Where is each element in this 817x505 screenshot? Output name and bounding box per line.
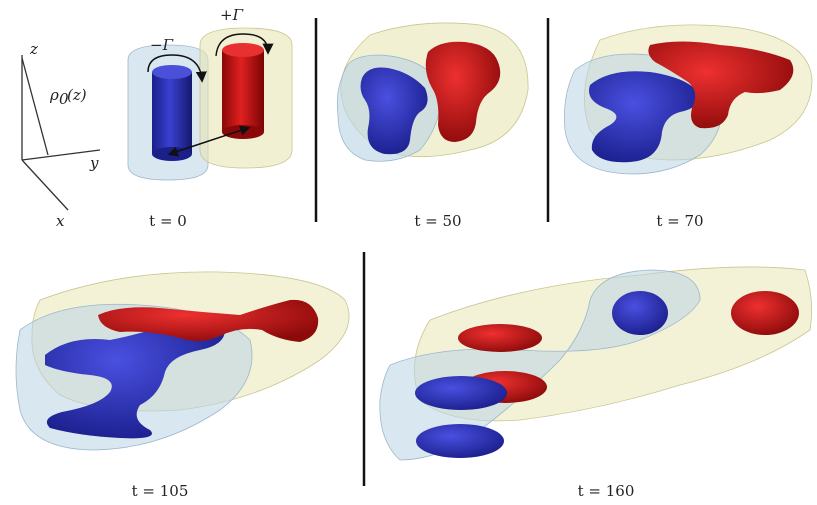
density-profile-line: [21, 57, 49, 156]
negative-rotation-arrow: [147, 54, 207, 83]
positive-vortex: [425, 41, 501, 142]
z-axis-label: z: [29, 40, 38, 58]
x-axis-line: [21, 159, 69, 211]
panel-caption: t = 160: [578, 482, 635, 500]
x-axis-label: x: [56, 212, 65, 230]
positive-vortex-upper-left: [458, 324, 542, 352]
negative-vortex: [589, 71, 700, 163]
rho-argument: (z): [67, 86, 87, 104]
panel-t70: t = 70: [564, 24, 813, 230]
negative-vortex: [45, 317, 225, 439]
density-label: ρ 0 (z): [49, 86, 87, 108]
panel-caption: t = 50: [414, 212, 461, 230]
coordinate-axes: [21, 55, 101, 211]
negative-vortex-middle: [415, 376, 507, 410]
positive-vortex-top: [222, 43, 264, 57]
negative-circulation-label: −Γ: [150, 36, 174, 54]
positive-rotation-arrow: [215, 33, 274, 57]
positive-vortex-right: [731, 291, 799, 335]
positive-vortex-base: [222, 125, 264, 139]
panel-t0: −Γ +Γ t = 0: [127, 6, 293, 230]
panel-caption: t = 70: [656, 212, 703, 230]
y-axis-label: y: [89, 154, 99, 172]
positive-vortex-tube: [222, 50, 264, 132]
panel-caption: t = 0: [149, 212, 187, 230]
panel-t105: t = 105: [15, 271, 350, 500]
negative-vortex: [360, 67, 428, 155]
positive-vortex: [648, 41, 794, 129]
rho-symbol: ρ: [49, 86, 59, 104]
panel-caption: t = 105: [132, 482, 189, 500]
negative-vortex-top: [152, 65, 192, 79]
y-axis-line: [21, 149, 101, 161]
positive-vortex: [98, 299, 319, 342]
panel-t50: t = 50: [336, 22, 529, 230]
rho-subscript: 0: [59, 90, 69, 108]
negative-vortex-lower: [416, 424, 504, 458]
separation-arrow-left: [167, 127, 249, 157]
negative-vortex-right: [612, 291, 668, 335]
panel-t160: t = 160: [379, 266, 813, 500]
positive-circulation-label: +Γ: [220, 6, 244, 24]
negative-vortex-tube: [152, 72, 192, 154]
